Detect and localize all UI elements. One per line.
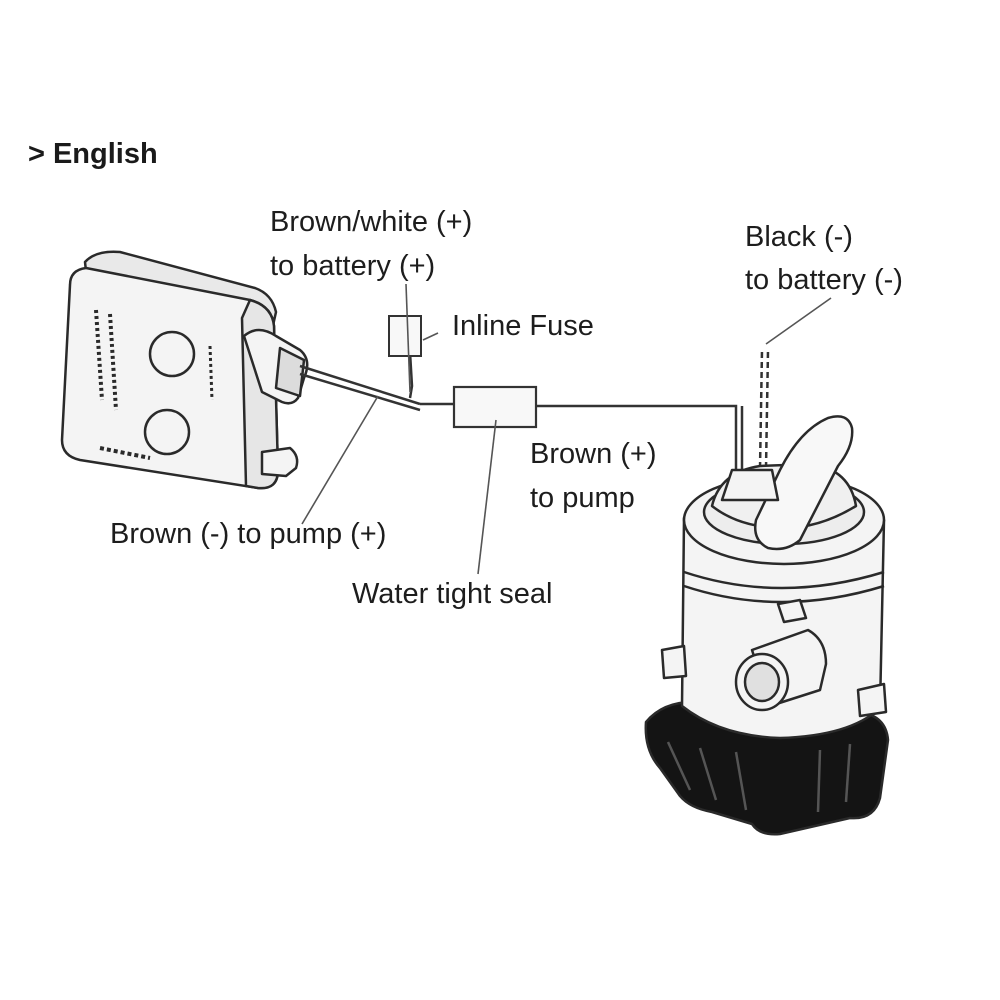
language-label: English <box>52 138 158 170</box>
water-seal-label: Water tight seal <box>352 578 553 610</box>
language-heading[interactable]: >English <box>28 138 158 171</box>
float-switch-icon <box>60 250 309 490</box>
brown-white-wire-label-line2: to battery (+) <box>270 250 436 282</box>
black-wire-label-line1: Black (-) <box>745 221 853 253</box>
bilge-pump-icon <box>644 415 890 836</box>
black-wire-2 <box>764 349 770 469</box>
inline-fuse-label: Inline Fuse <box>452 310 594 342</box>
switch-cable <box>299 364 421 406</box>
water-seal-icon <box>452 385 538 429</box>
brown-minus-wire-label: Brown (-) to pump (+) <box>110 518 387 550</box>
brown-pump-wire-label-line2: to pump <box>530 482 635 514</box>
black-wire <box>758 349 764 469</box>
brown-white-wire-label-line1: Brown/white (+) <box>270 206 473 238</box>
leader-lines <box>301 283 832 575</box>
black-wire-label-line2: to battery (-) <box>745 264 903 296</box>
switch-cable-lower <box>299 372 421 412</box>
inline-fuse-icon <box>388 315 422 357</box>
brown-pump-wire-label-line1: Brown (+) <box>530 438 657 470</box>
brown-pump-wire <box>536 404 738 470</box>
chevron-right-icon: > <box>28 138 45 170</box>
